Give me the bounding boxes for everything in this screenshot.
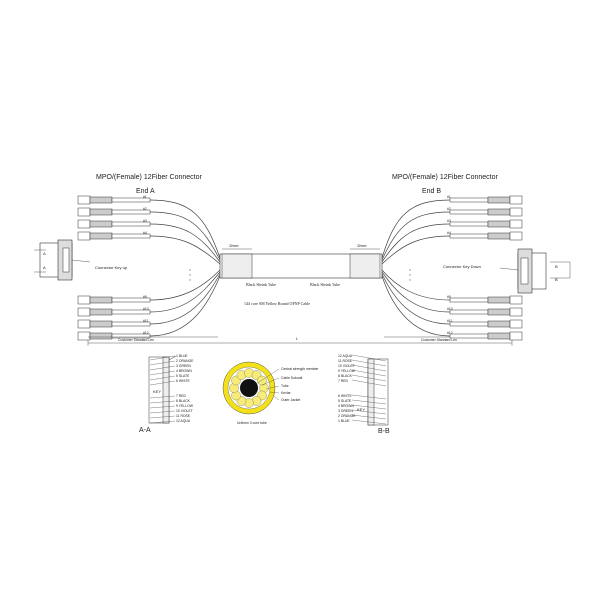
end-b-breakout-label: Black Shrink Tube — [310, 282, 340, 287]
fiber-a-12: 12 AQUA — [176, 419, 191, 423]
end-b-connectors — [449, 195, 523, 341]
cross-section-label-3: Tube — [281, 384, 289, 388]
main-cable — [219, 248, 383, 279]
cross-section-label-1: Central strength member — [281, 367, 319, 371]
end-a-dim-label: 30mm — [229, 244, 239, 248]
end-b-leg-10: #10 — [447, 307, 453, 311]
cross-section-label-4: Kevlar — [281, 391, 291, 395]
end-a-side-label-2: A — [43, 265, 46, 270]
end-b-leg-9: #9 — [447, 295, 451, 299]
end-b-legs — [381, 199, 451, 337]
fiber-a-10: 10 VIOLET — [176, 409, 193, 413]
end-b-mpo-side-view — [499, 248, 571, 294]
section-a-a-fiber-ticks — [149, 355, 176, 424]
end-b-key-label: Connector Key Down — [443, 264, 481, 269]
end-a-ellipsis — [189, 269, 191, 281]
cross-section-caption: Uniform 3 core tube — [237, 421, 267, 425]
fiber-b-10: 3 GREEN — [338, 409, 353, 413]
end-b-label: End B — [422, 188, 441, 195]
end-a-leg-1: #1 — [143, 195, 147, 199]
section-a-a-key: KEY — [153, 389, 161, 394]
fiber-a-1: 1 BLUE — [176, 354, 188, 358]
section-a-a-label: A-A — [139, 427, 151, 434]
cable-cross-section — [222, 361, 276, 415]
fiber-a-3: 3 GREEN — [176, 364, 191, 368]
end-b-leg-1: #1 — [447, 195, 451, 199]
end-b-ellipsis — [409, 269, 411, 281]
end-a-legs-top — [149, 199, 221, 337]
cross-section-leaders — [255, 368, 280, 401]
end-b-leg-length-label: Customer Standard Len — [421, 338, 457, 342]
end-b-connector-title: MPO/(Female) 12Fiber Connector — [392, 174, 498, 181]
end-b-leg-12: #12 — [447, 331, 453, 335]
end-a-connector-title: MPO/(Female) 12Fiber Connector — [96, 174, 202, 181]
end-b-side-label-2: B — [555, 277, 558, 282]
end-a-leg-12: #12 — [143, 331, 149, 335]
fiber-b-8: 5 SLATE — [338, 399, 352, 403]
end-a-label: End A — [136, 188, 155, 195]
cross-section-label-2: Cable Subunit — [281, 376, 302, 380]
end-b-side-label-1: B — [555, 264, 558, 269]
end-a-breakout-label: Black Shrink Tube — [246, 282, 276, 287]
fiber-b-9: 4 BROWN — [338, 404, 354, 408]
end-a-leg-length-label: Customer Standard Len — [118, 338, 154, 342]
length-label: L — [296, 336, 299, 341]
fiber-a-4: 4 BROWN — [176, 369, 192, 373]
end-a-leg-11: #11 — [143, 319, 149, 323]
section-b-b-key: KEY — [357, 407, 365, 412]
fiber-a-11: 11 ROSE — [176, 414, 191, 418]
fiber-a-2: 2 ORANGE — [176, 359, 194, 363]
end-a-mpo-side-view — [34, 239, 91, 281]
end-a-leg-10: #10 — [143, 307, 149, 311]
end-b-leg-2: #2 — [447, 207, 451, 211]
section-a-a-fiber-list: 1 BLUE 2 ORANGE 3 GREEN 4 BROWN 5 SLATE … — [176, 354, 194, 423]
fiber-a-9: 9 YELLOW — [176, 404, 194, 408]
fiber-b-1: 12 AQUA — [338, 354, 353, 358]
end-b-leg-4: #4 — [447, 231, 451, 235]
section-b-b-label: B-B — [378, 428, 390, 435]
fiber-a-6: 6 WHITE — [176, 379, 190, 383]
section-a-a-drawing — [148, 355, 177, 424]
section-b-b-drawing — [367, 358, 389, 426]
end-b-leg-3: #3 — [447, 219, 451, 223]
fiber-b-3: 10 VIOLET — [338, 364, 355, 368]
fiber-b-12: 1 BLUE — [338, 419, 350, 423]
end-a-leg-2: #2 — [143, 207, 147, 211]
fiber-b-5: 8 BLACK — [338, 374, 353, 378]
end-a-leg-9: #9 — [143, 295, 147, 299]
cross-section-label-5: Outer Jacket — [281, 398, 300, 402]
cable-subunit — [257, 375, 267, 386]
fiber-a-8: 8 BLACK — [176, 399, 191, 403]
fiber-b-7: 6 WHITE — [338, 394, 352, 398]
end-b-dim-label: 30mm — [357, 244, 367, 248]
fiber-a-7: 7 RED — [176, 394, 187, 398]
fiber-b-6: 7 RED — [338, 379, 349, 383]
end-a-key-label: Connector Key up — [95, 265, 128, 270]
section-b-b-fiber-ticks — [351, 354, 387, 425]
section-b-b-fiber-list: 12 AQUA 11 ROSE 10 VIOLET 9 YELLOW 8 BLA… — [338, 354, 356, 423]
fiber-b-2: 11 ROSE — [338, 359, 353, 363]
end-b-leg-11: #11 — [447, 319, 453, 323]
end-a-leg-4: #4 — [143, 231, 147, 235]
fiber-a-5: 5 SLATE — [176, 374, 190, 378]
fiber-b-11: 2 ORANGE — [338, 414, 356, 418]
end-a-leg-3: #3 — [143, 219, 147, 223]
end-a-side-label-1: A — [43, 251, 46, 256]
end-a-connectors — [77, 195, 151, 341]
cable-description: 144 core SM Yellow Round OFNP Cable — [244, 301, 310, 306]
fiber-b-4: 9 YELLOW — [338, 369, 356, 373]
